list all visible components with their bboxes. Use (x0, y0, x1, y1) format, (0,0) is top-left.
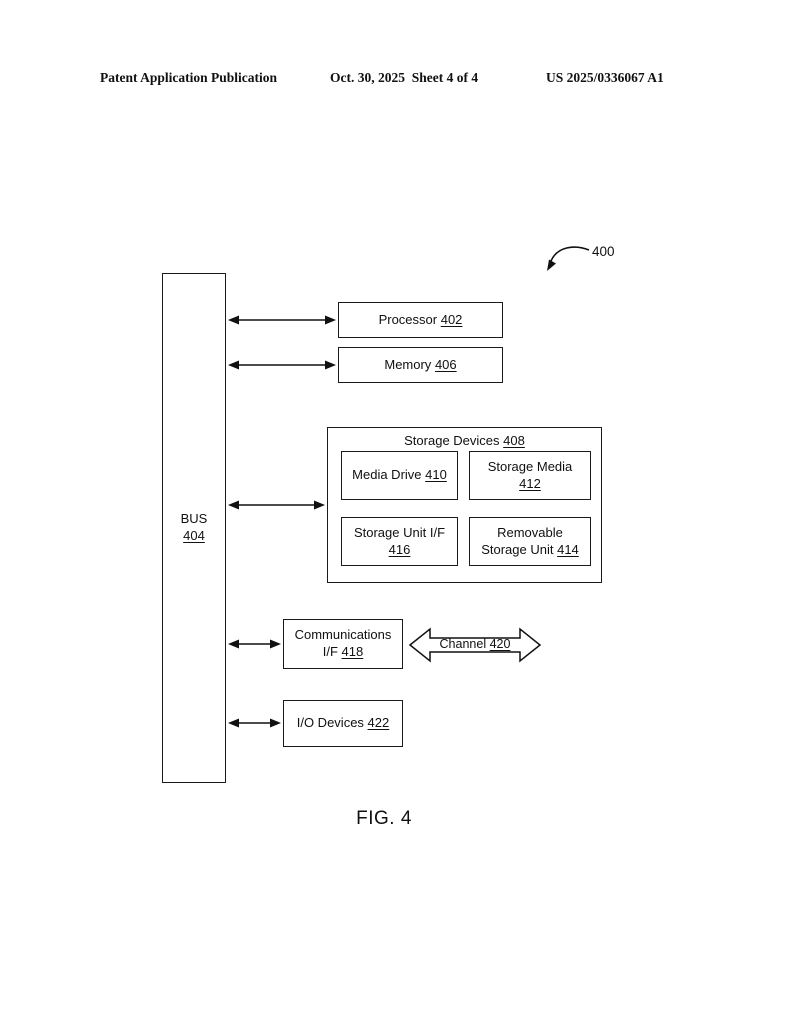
storage-unit-if-label: Storage Unit I/F (353, 524, 446, 540)
io-devices-label: I/O Devices (296, 715, 364, 731)
removable-storage-unit-line2: Storage Unit (481, 541, 554, 557)
storage-devices-title: Storage Devices 408 (328, 433, 601, 448)
storage-devices-box: Storage Devices 408 Media Drive 410 Stor… (327, 427, 602, 583)
channel-text: Channel (439, 637, 487, 651)
bus-comms-arrow (228, 639, 281, 649)
media-drive-label: Media Drive (352, 467, 422, 483)
storage-unit-if-ref: 416 (388, 541, 411, 557)
bus-storage-arrow (228, 500, 325, 510)
header-date-sheet: Oct. 30, 2025 Sheet 4 of 4 (330, 70, 479, 85)
communications-if-box: Communications I/F 418 (283, 619, 403, 669)
bus-io-arrow (228, 718, 281, 728)
figure-ref-label: 400 (592, 244, 615, 259)
processor-ref: 402 (440, 311, 463, 327)
bus-label: BUS (180, 511, 208, 527)
storage-devices-ref: 408 (503, 433, 525, 448)
channel-label: Channel 420 (416, 637, 534, 651)
memory-ref: 406 (434, 356, 457, 372)
publication-type-text: Patent Application Publication (100, 70, 278, 85)
bus-ref: 404 (183, 528, 205, 543)
communications-if-line1: Communications (294, 627, 392, 643)
removable-storage-unit-ref: 414 (557, 541, 579, 557)
storage-unit-if-box: Storage Unit I/F 416 (341, 517, 458, 566)
removable-storage-unit-line1: Removable (497, 524, 563, 540)
storage-media-box: Storage Media 412 (469, 451, 591, 500)
bus-memory-arrow (228, 360, 336, 370)
communications-if-ref: 418 (341, 644, 364, 659)
figure-caption: FIG. 4 (356, 808, 412, 829)
bus-box: BUS 404 (162, 273, 226, 783)
publication-number: US 2025/0336067 A1 (546, 70, 664, 85)
processor-box: Processor 402 (338, 302, 503, 338)
io-devices-box: I/O Devices 422 (283, 700, 403, 747)
io-devices-ref: 422 (367, 715, 390, 731)
media-drive-ref: 410 (425, 467, 447, 483)
channel-ref: 420 (489, 637, 511, 651)
communications-if-line2: I/F (322, 644, 338, 659)
processor-label: Processor (378, 311, 438, 327)
removable-storage-unit-box: Removable Storage Unit 414 (469, 517, 591, 566)
media-drive-box: Media Drive 410 (341, 451, 458, 500)
bus-processor-arrow (228, 315, 336, 325)
memory-label: Memory (384, 356, 432, 372)
storage-media-ref: 412 (519, 475, 541, 491)
storage-devices-label: Storage Devices (404, 433, 500, 448)
figure-ref-arrow (547, 246, 590, 271)
memory-box: Memory 406 (338, 347, 503, 383)
storage-media-label: Storage Media (487, 458, 573, 474)
